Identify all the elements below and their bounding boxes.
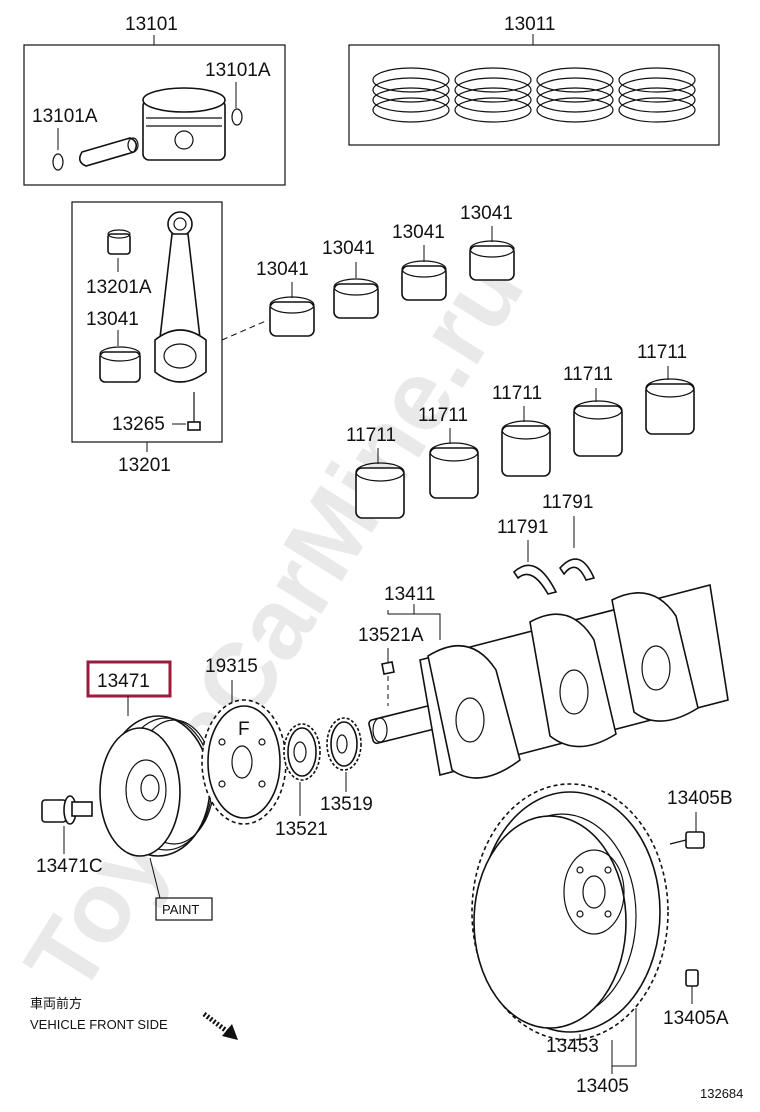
label-13101[interactable]: 13101 [125,14,178,35]
oil-pump-sprocket-icon[interactable] [326,717,362,771]
rod-bearing-4-icon[interactable] [469,240,515,281]
label-13453[interactable]: 13453 [546,1036,599,1057]
small-end-bushing-icon[interactable] [107,229,131,255]
pulley-bolt-icon[interactable] [41,795,93,825]
flywheel-icon[interactable] [471,783,669,1041]
thrust-washer-1-icon[interactable] [512,564,558,595]
label-13411[interactable]: 13411 [384,584,435,605]
label-13041-c[interactable]: 13041 [392,222,445,243]
label-11711-a[interactable]: 11711 [346,425,396,446]
label-13041-b[interactable]: 13041 [322,238,375,259]
main-bearing-3-icon[interactable] [501,420,551,477]
sprocket-f-mark: F [238,719,250,740]
timing-sprocket-icon[interactable]: F [201,699,287,825]
paint-tag [155,897,213,921]
front-direction-arrow-icon [202,1012,238,1040]
highlight-box-13471 [86,660,172,698]
label-13041-d[interactable]: 13041 [460,203,513,224]
flywheel-dowel-icon[interactable] [685,969,699,987]
label-13041-a[interactable]: 13041 [256,259,309,280]
label-13471[interactable]: 13471 [97,671,150,692]
front-side-jp: 車両前方 [30,996,82,1012]
label-11711-c[interactable]: 11711 [492,383,542,404]
label-11791-a[interactable]: 11791 [497,517,548,538]
crankshaft-pulley-icon[interactable] [99,715,215,857]
label-11711-b[interactable]: 11711 [418,405,468,426]
label-13405b[interactable]: 13405B [667,788,733,809]
label-13201a[interactable]: 13201A [86,277,152,298]
label-13405a[interactable]: 13405A [663,1008,729,1029]
rod-bolt-icon[interactable] [187,392,201,431]
label-13405[interactable]: 13405 [576,1076,629,1097]
label-13521a[interactable]: 13521A [358,625,424,646]
snap-ring-left-icon[interactable] [52,153,64,171]
connecting-rod-icon[interactable] [154,211,207,383]
label-13471c[interactable]: 13471C [36,856,103,877]
crank-timing-sprocket-icon[interactable] [283,723,321,781]
crankshaft-icon[interactable] [368,584,729,779]
front-side-en: VEHICLE FRONT SIDE [30,1017,168,1032]
label-13521[interactable]: 13521 [275,819,328,840]
label-13101a-left[interactable]: 13101A [32,106,98,127]
label-19315[interactable]: 19315 [205,656,258,677]
label-13011[interactable]: 13011 [504,14,555,35]
label-11711-d[interactable]: 11711 [563,364,613,385]
watermark: ToyotaCarMine.ru [4,238,546,1012]
label-13041-inbox[interactable]: 13041 [86,309,139,330]
main-bearing-4-icon[interactable] [573,400,623,457]
woodruff-key-icon[interactable] [381,661,395,675]
rod-bearing-1-icon[interactable] [269,296,315,337]
piston-icon[interactable] [142,87,226,161]
flywheel-bolt-icon[interactable] [669,831,705,849]
snap-ring-right-icon[interactable] [231,108,243,126]
main-bearing-5-icon[interactable] [645,378,695,435]
piston-rings-icon[interactable] [372,67,696,123]
label-paint[interactable]: PAINT [162,902,199,917]
main-bearing-1-icon[interactable] [355,462,405,519]
label-13265[interactable]: 13265 [112,414,165,435]
main-bearing-2-icon[interactable] [429,442,479,499]
figure-number: 132684 [700,1086,743,1101]
piston-ring-set-box [348,44,720,146]
label-11711-e[interactable]: 11711 [637,342,687,363]
label-13519[interactable]: 13519 [320,794,373,815]
thrust-washer-2-icon[interactable] [558,558,596,581]
label-11791-b[interactable]: 11791 [542,492,593,513]
rod-bearing-3-icon[interactable] [401,260,447,301]
label-13201[interactable]: 13201 [118,455,171,476]
rod-bearing-2-icon[interactable] [333,278,379,319]
label-13101a-right[interactable]: 13101A [205,60,271,81]
piston-pin-icon[interactable] [78,137,139,167]
rod-bearing-inbox-icon[interactable] [99,346,141,383]
